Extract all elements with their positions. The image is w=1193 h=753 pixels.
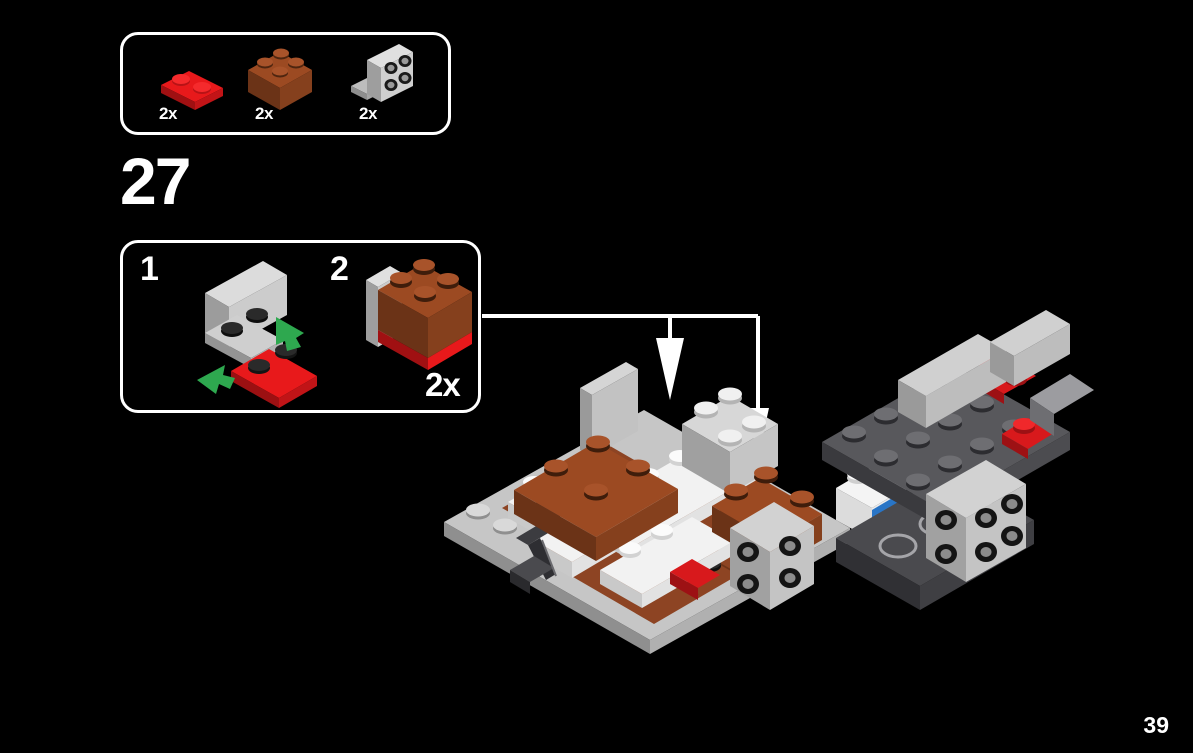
side-stud-bracket-mid <box>730 502 814 610</box>
sub-step-label-2: 2 <box>330 250 349 288</box>
part-icon-bracket-2x2 <box>345 42 421 114</box>
sub-step-2-illustration <box>360 252 490 382</box>
part-qty-plate-1x2: 2x <box>159 104 177 123</box>
part-icon-plate-1x2 <box>145 55 235 115</box>
part-qty-bracket-2x2: 2x <box>359 104 377 123</box>
assembly-arrow <box>197 317 304 394</box>
leader-arrowhead-1 <box>656 338 684 400</box>
page-number: 39 <box>1143 712 1169 738</box>
part-icon-brick-2x2 <box>240 42 320 114</box>
step-number: 27 <box>120 144 191 218</box>
new-brown-brick <box>514 362 678 561</box>
side-stud-brackets-right <box>926 460 1026 582</box>
sub-assembly-qty: 2x <box>425 366 461 403</box>
part-qty-brick-2x2: 2x <box>255 104 273 123</box>
main-model-illustration <box>430 270 1094 660</box>
sub-step-label-1: 1 <box>140 250 159 288</box>
sub-step-1-illustration <box>175 255 335 408</box>
